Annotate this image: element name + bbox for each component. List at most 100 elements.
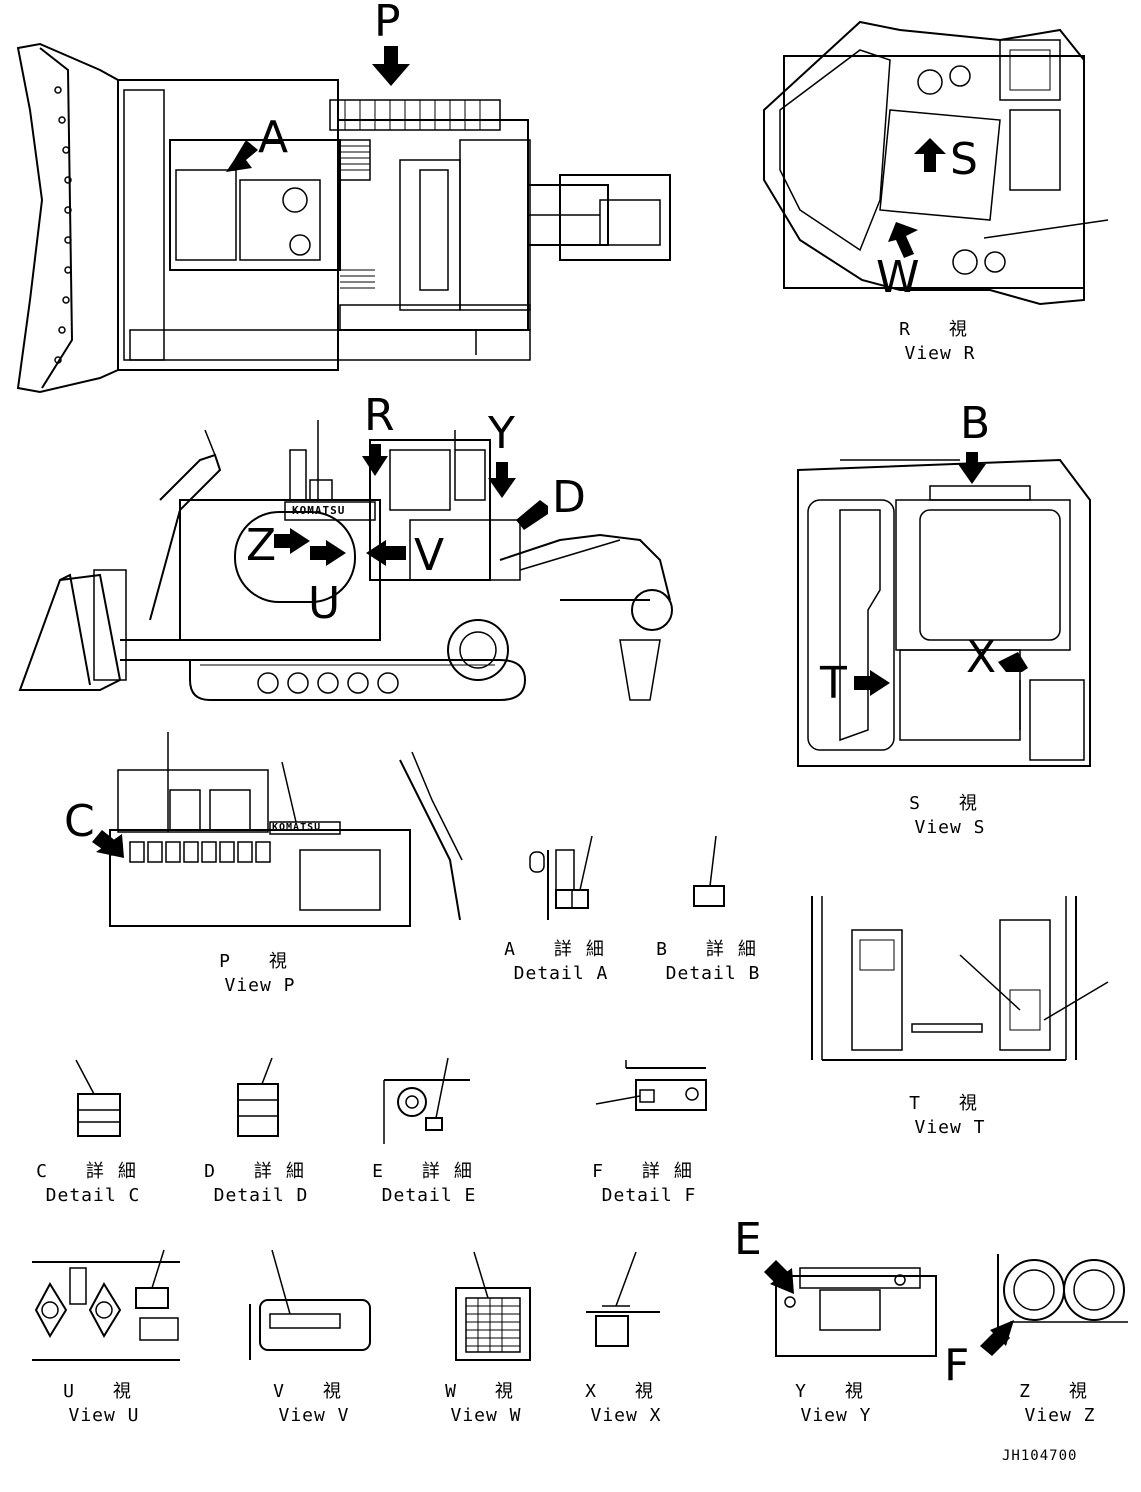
callout-e: E xyxy=(734,1214,762,1265)
callout-b: B xyxy=(960,398,991,449)
caption-view-s: S 視 View S xyxy=(890,792,1010,840)
caption-en: View W xyxy=(450,1405,522,1426)
arrow-e-icon xyxy=(764,1260,794,1294)
caption-en: Detail F xyxy=(601,1185,697,1206)
caption-jp: F 詳細 xyxy=(592,1161,706,1182)
arrow-t-icon xyxy=(854,670,890,696)
arrow-s-icon xyxy=(914,138,946,172)
caption-jp: U 視 xyxy=(63,1381,145,1402)
callout-d: D xyxy=(552,472,586,523)
brand-plate-side: KOMATSU xyxy=(292,504,346,517)
caption-en: View V xyxy=(278,1405,350,1426)
caption-en: Detail A xyxy=(513,963,609,984)
caption-view-y: Y 視 View Y xyxy=(776,1380,896,1428)
caption-en: View P xyxy=(224,975,296,996)
view-s-drawing xyxy=(797,458,1091,767)
detail-e-drawing xyxy=(383,1057,470,1144)
arrow-z-icon xyxy=(274,528,310,554)
caption-view-v: V 視 View V xyxy=(254,1380,374,1428)
callout-r: R xyxy=(364,390,395,441)
caption-jp: T 視 xyxy=(909,1093,991,1114)
caption-view-p: P 視 View P xyxy=(200,950,320,998)
caption-en: View X xyxy=(590,1405,662,1426)
callout-s: S xyxy=(950,134,978,185)
arrow-f-icon xyxy=(980,1320,1014,1356)
arrow-r-icon xyxy=(362,444,388,476)
caption-detail-b: B 詳細 Detail B xyxy=(648,938,778,986)
caption-view-r: R 視 View R xyxy=(880,318,1000,366)
caption-detail-d: D 詳細 Detail D xyxy=(196,1160,326,1208)
callout-a: A xyxy=(258,112,289,163)
view-p-drawing xyxy=(109,732,463,927)
view-w-drawing xyxy=(455,1251,531,1361)
detail-d-drawing xyxy=(237,1057,279,1137)
caption-en: Detail B xyxy=(665,963,761,984)
arrow-d-icon xyxy=(516,500,548,530)
view-x-drawing xyxy=(586,1251,660,1347)
caption-jp: P 視 xyxy=(219,951,301,972)
callout-f: F xyxy=(944,1340,970,1391)
caption-view-t: T 視 View T xyxy=(890,1092,1010,1140)
caption-en: View T xyxy=(914,1117,986,1138)
caption-detail-f: F 詳細 Detail F xyxy=(584,1160,714,1208)
callout-p: P xyxy=(374,0,401,47)
view-t-drawing xyxy=(811,896,1109,1061)
arrow-x-icon xyxy=(998,652,1028,672)
caption-view-w: W 視 View W xyxy=(426,1380,546,1428)
caption-en: View R xyxy=(904,343,976,364)
caption-en: Detail D xyxy=(213,1185,309,1206)
caption-jp: B 詳細 xyxy=(656,939,770,960)
caption-en: View U xyxy=(68,1405,140,1426)
caption-detail-c: C 詳細 Detail C xyxy=(28,1160,158,1208)
callout-v: V xyxy=(414,530,445,581)
top-view-dozer xyxy=(16,42,671,394)
caption-jp: A 詳細 xyxy=(504,939,618,960)
view-y-drawing xyxy=(775,1267,937,1357)
arrow-y-icon xyxy=(488,462,516,498)
caption-en: View Y xyxy=(800,1405,872,1426)
caption-jp: C 詳細 xyxy=(36,1161,150,1182)
detail-a-drawing xyxy=(529,835,593,920)
caption-jp: Z 視 xyxy=(1019,1381,1101,1402)
callout-z: Z xyxy=(246,520,277,571)
arrow-b-icon xyxy=(958,452,986,484)
callout-y: Y xyxy=(488,408,515,459)
caption-jp: S 視 xyxy=(909,793,991,814)
detail-b-drawing xyxy=(693,835,725,907)
caption-view-u: U 視 View U xyxy=(44,1380,164,1428)
view-r-drawing xyxy=(763,20,1109,306)
detail-f-drawing xyxy=(595,1060,707,1111)
caption-detail-a: A 詳細 Detail A xyxy=(496,938,626,986)
document-code: JH104700 xyxy=(1002,1448,1078,1464)
caption-jp: R 視 xyxy=(899,319,981,340)
view-v-drawing xyxy=(249,1249,371,1360)
arrow-c-icon xyxy=(92,830,124,858)
caption-view-x: X 視 View X xyxy=(566,1380,686,1428)
callout-w: W xyxy=(876,252,920,303)
caption-view-z: Z 視 View Z xyxy=(1000,1380,1120,1428)
view-u-drawing xyxy=(32,1249,180,1361)
view-z-drawing xyxy=(997,1254,1128,1330)
caption-jp: E 詳細 xyxy=(372,1161,486,1182)
caption-detail-e: E 詳細 Detail E xyxy=(364,1160,494,1208)
brand-plate-p: KOMATSU xyxy=(272,822,322,833)
callout-t: T xyxy=(820,658,847,709)
side-view-dozer xyxy=(18,420,673,701)
caption-jp: X 視 xyxy=(585,1381,667,1402)
arrow-a-icon xyxy=(226,140,258,172)
caption-jp: W 視 xyxy=(445,1381,527,1402)
arrow-v-icon xyxy=(366,540,406,566)
caption-en: View Z xyxy=(1024,1405,1096,1426)
caption-jp: D 詳細 xyxy=(204,1161,318,1182)
caption-en: Detail C xyxy=(45,1185,141,1206)
arrow-p-icon xyxy=(372,46,410,86)
caption-en: Detail E xyxy=(381,1185,477,1206)
callout-u: U xyxy=(308,578,341,629)
caption-en: View S xyxy=(914,817,986,838)
callout-x: X xyxy=(966,632,997,683)
detail-c-drawing xyxy=(75,1059,121,1137)
arrow-u-icon xyxy=(310,540,346,566)
arrow-w-icon xyxy=(888,222,918,258)
caption-jp: Y 視 xyxy=(795,1381,877,1402)
